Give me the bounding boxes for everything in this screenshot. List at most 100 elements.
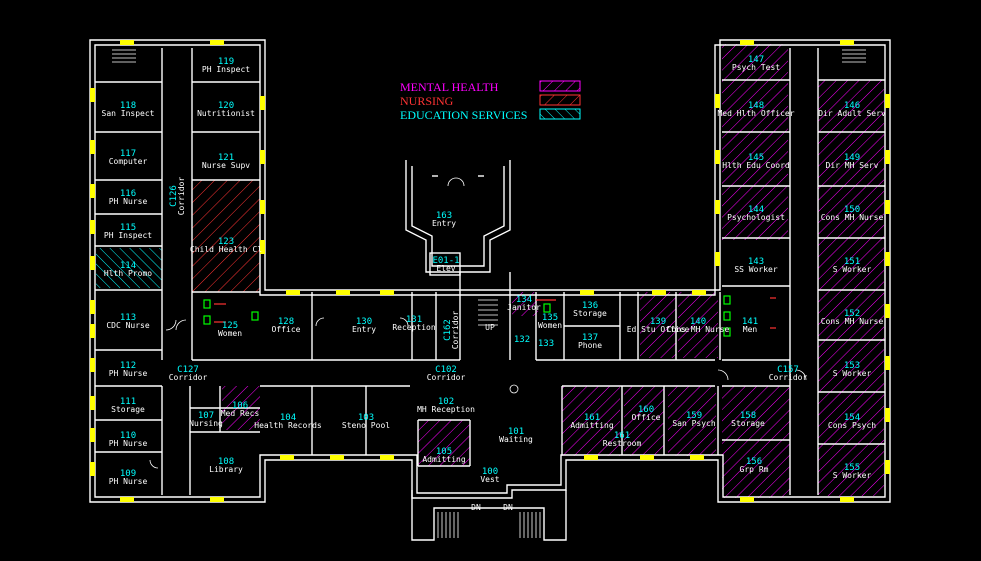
svg-text:102: 102 [438, 397, 454, 407]
svg-text:151: 151 [844, 257, 860, 267]
svg-text:150: 150 [844, 205, 860, 215]
restroom-fixtures [203, 295, 776, 337]
legend-nursing-label: NURSING [400, 94, 454, 108]
svg-text:Corridor: Corridor [451, 311, 460, 350]
svg-text:145: 145 [748, 153, 764, 163]
svg-text:S Worker: S Worker [833, 265, 872, 274]
stair-south-left [437, 512, 459, 538]
svg-text:134: 134 [516, 295, 532, 305]
stair-labels: DN DN UP [471, 323, 513, 512]
svg-text:Steno Pool: Steno Pool [342, 421, 390, 430]
svg-text:San Psych: San Psych [672, 419, 716, 428]
stair-nw [112, 49, 136, 63]
svg-text:Med Recs: Med Recs [221, 409, 260, 418]
svg-text:100: 100 [482, 467, 498, 477]
stair-ne [842, 49, 866, 63]
svg-text:Entry: Entry [432, 219, 456, 228]
svg-text:Office: Office [632, 413, 661, 422]
svg-text:135: 135 [542, 313, 558, 323]
hatched-areas [96, 44, 884, 498]
mh-area-105 [418, 420, 470, 466]
svg-text:C102: C102 [435, 365, 457, 375]
svg-text:133: 133 [538, 339, 554, 349]
svg-text:Hlth Promo: Hlth Promo [104, 269, 152, 278]
svg-text:Waiting: Waiting [499, 435, 533, 444]
stair-down-left-label: DN [471, 503, 481, 512]
svg-text:108: 108 [218, 457, 234, 467]
svg-text:S Worker: S Worker [833, 369, 872, 378]
svg-text:Restroom: Restroom [603, 439, 642, 448]
svg-text:101: 101 [508, 427, 524, 437]
stairs [112, 49, 866, 538]
svg-text:Corridor: Corridor [169, 373, 208, 382]
svg-text:Hlth Edu Coord: Hlth Edu Coord [722, 161, 790, 170]
mh-area-140 [678, 292, 718, 358]
mh-area-east-east-column [818, 80, 884, 496]
svg-text:San Inspect: San Inspect [102, 109, 155, 118]
svg-text:Cons MH Nurse: Cons MH Nurse [821, 317, 884, 326]
nursing-area-123 [192, 180, 260, 292]
svg-text:141: 141 [742, 317, 758, 327]
svg-text:MH Reception: MH Reception [417, 405, 475, 414]
room-132: 132 [514, 335, 530, 345]
svg-text:Reception: Reception [392, 323, 436, 332]
svg-text:125: 125 [222, 321, 238, 331]
svg-text:C157: C157 [777, 365, 799, 375]
svg-text:Elev: Elev [436, 264, 455, 273]
mh-area-139 [640, 292, 676, 358]
stair-south-right [519, 512, 541, 538]
mh-area-159 [668, 386, 716, 456]
svg-text:Corridor: Corridor [769, 373, 808, 382]
svg-text:Grp Rm: Grp Rm [740, 465, 769, 474]
svg-text:Storage: Storage [573, 309, 607, 318]
svg-text:130: 130 [356, 317, 372, 327]
mh-area-158-156 [722, 386, 790, 498]
legend-education-swatch [539, 108, 581, 120]
svg-text:Nutritionist: Nutritionist [197, 109, 255, 118]
svg-text:153: 153 [844, 361, 860, 371]
svg-text:Corridor: Corridor [427, 373, 466, 382]
svg-text:CDC Nurse: CDC Nurse [106, 321, 150, 330]
svg-text:120: 120 [218, 101, 234, 111]
svg-text:PH Nurse: PH Nurse [109, 369, 148, 378]
svg-text:149: 149 [844, 153, 860, 163]
svg-text:Corridor: Corridor [177, 177, 186, 216]
svg-text:112: 112 [120, 361, 136, 371]
svg-text:143: 143 [748, 257, 764, 267]
svg-text:109: 109 [120, 469, 136, 479]
svg-text:Library: Library [209, 465, 243, 474]
svg-text:Storage: Storage [731, 419, 765, 428]
legend-mental-health-swatch [539, 80, 581, 92]
svg-text:Ed Stu Office: Ed Stu Office [627, 325, 690, 334]
svg-text:Admitting: Admitting [570, 421, 614, 430]
svg-text:137: 137 [582, 333, 598, 343]
legend-nursing-swatch [539, 94, 581, 106]
